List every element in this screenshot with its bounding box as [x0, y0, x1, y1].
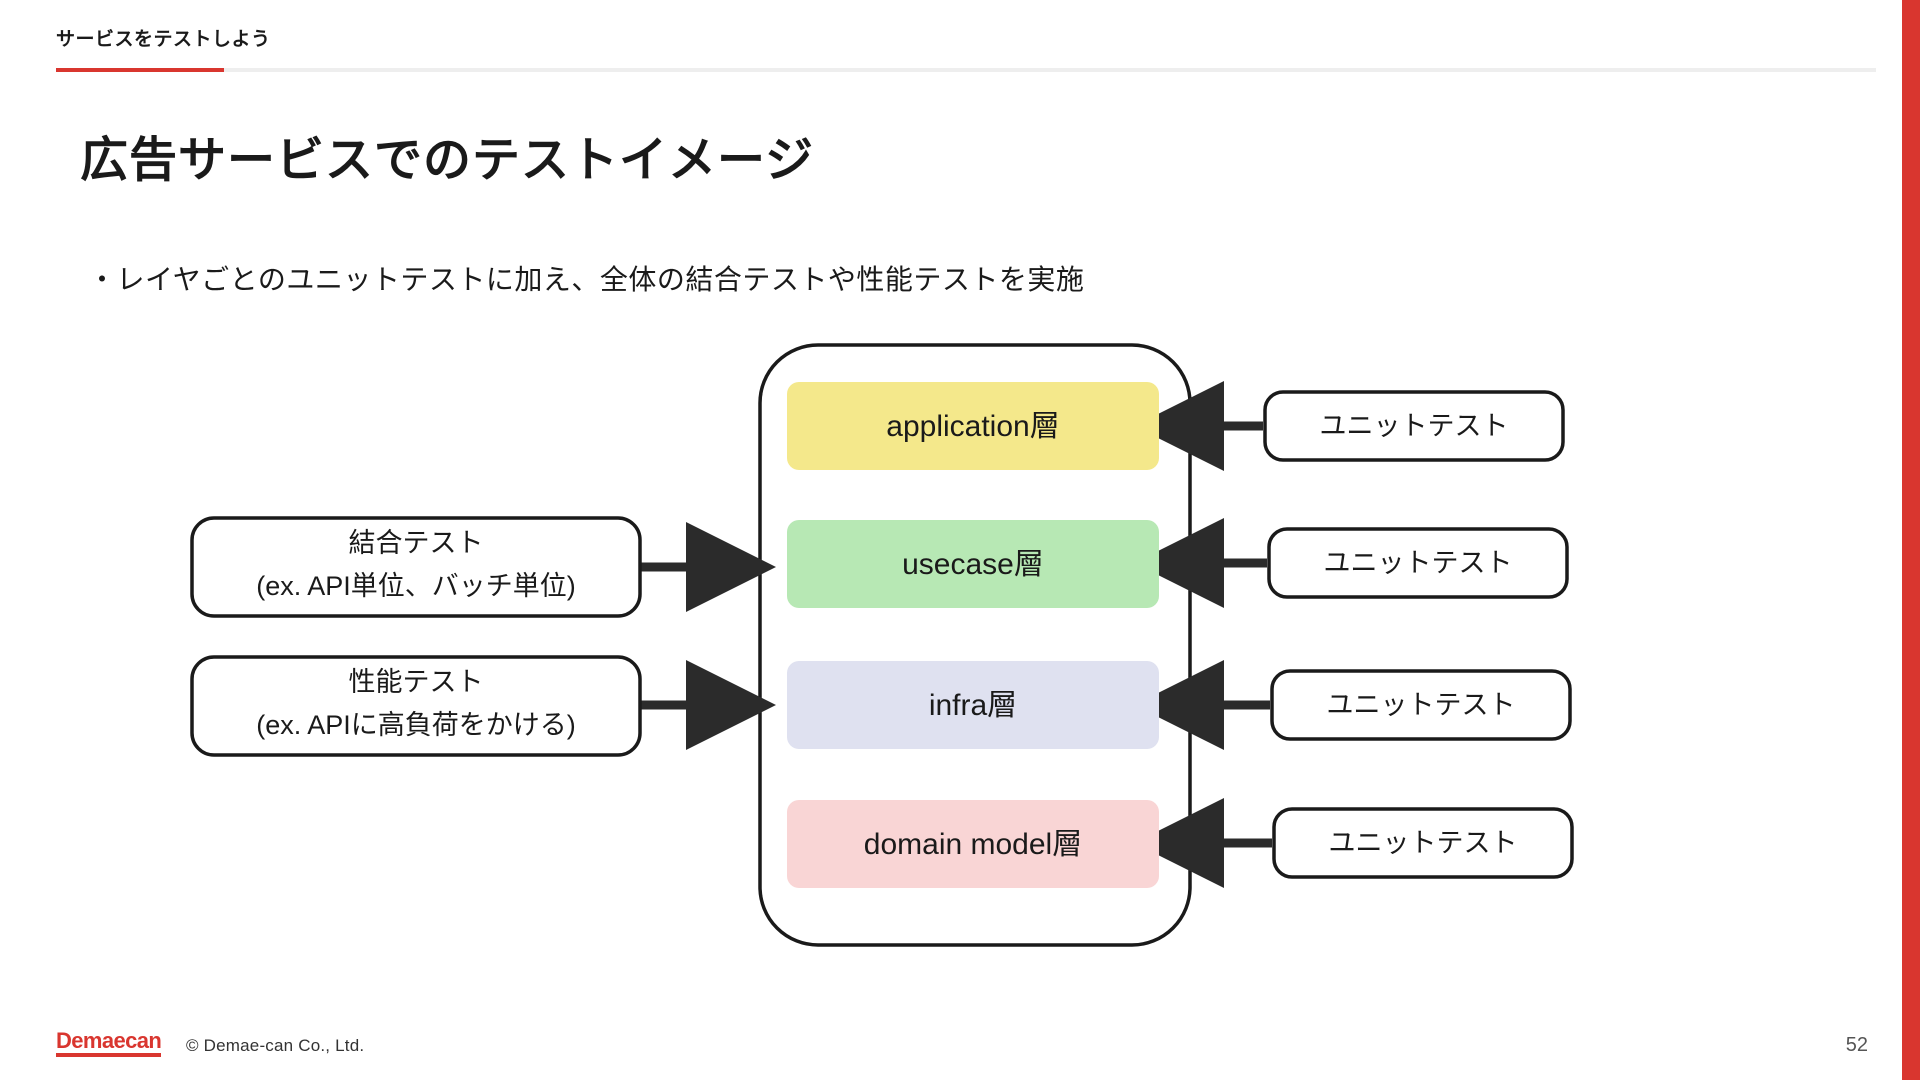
- layer-box-domain-model: domain model層: [787, 800, 1159, 888]
- layer-fill-application: [787, 382, 1159, 470]
- left-box-integration-test: 結合テスト (ex. API単位、バッチ単位): [190, 516, 642, 618]
- right-box-unit-test-domain-model-label: ユニットテスト: [1329, 828, 1518, 858]
- layer-label-application: application層: [886, 410, 1059, 443]
- layer-label-infra: infra層: [929, 689, 1017, 722]
- layer-box-application: application層: [787, 382, 1159, 470]
- page-number: 52: [1845, 1034, 1868, 1056]
- right-edge-gap: [1894, 0, 1902, 1080]
- header-rule: [56, 68, 1876, 72]
- right-box-unit-test-application-label: ユニットテスト: [1320, 411, 1509, 441]
- service-container: [758, 343, 1192, 947]
- left-box-performance-test-line1: 性能テスト: [349, 667, 484, 697]
- header-rule-accent: [56, 68, 224, 72]
- right-box-unit-test-infra-label: ユニットテスト: [1327, 690, 1516, 720]
- section-kicker: サービスをテストしよう: [56, 29, 271, 50]
- company-logo: Demaecan: [56, 1030, 162, 1057]
- layer-fill-infra: [787, 661, 1159, 749]
- architecture-diagram: application層 usecase層 infra層 domain mode…: [0, 330, 1920, 960]
- right-box-unit-test-usecase: ユニットテスト: [1267, 527, 1569, 599]
- left-box-performance-test-line2: (ex. APIに高負荷をかける): [256, 710, 576, 740]
- layer-label-domain-model: domain model層: [864, 828, 1082, 861]
- layer-fill-usecase: [787, 520, 1159, 608]
- right-edge-accent-stripe: [1902, 0, 1920, 1080]
- right-box-unit-test-infra: ユニットテスト: [1270, 669, 1572, 741]
- page-title: 広告サービスでのテストイメージ: [80, 134, 815, 187]
- layer-box-infra: infra層: [787, 661, 1159, 749]
- layer-fill-domain-model: [787, 800, 1159, 888]
- right-box-unit-test-domain-model: ユニットテスト: [1272, 807, 1574, 879]
- right-box-unit-test-usecase-label: ユニットテスト: [1324, 548, 1513, 578]
- copyright-text: © Demae-can Co., Ltd.: [186, 1036, 365, 1055]
- left-box-integration-test-line2: (ex. API単位、バッチ単位): [256, 571, 576, 601]
- layer-label-usecase: usecase層: [902, 548, 1044, 581]
- left-box-performance-test: 性能テスト (ex. APIに高負荷をかける): [190, 655, 642, 757]
- layer-box-usecase: usecase層: [787, 520, 1159, 608]
- right-box-unit-test-application: ユニットテスト: [1263, 390, 1565, 462]
- left-box-integration-test-line1: 結合テスト: [349, 528, 484, 558]
- bullet-text: ・レイヤごとのユニットテストに加え、全体の結合テストや性能テストを実施: [88, 264, 1085, 295]
